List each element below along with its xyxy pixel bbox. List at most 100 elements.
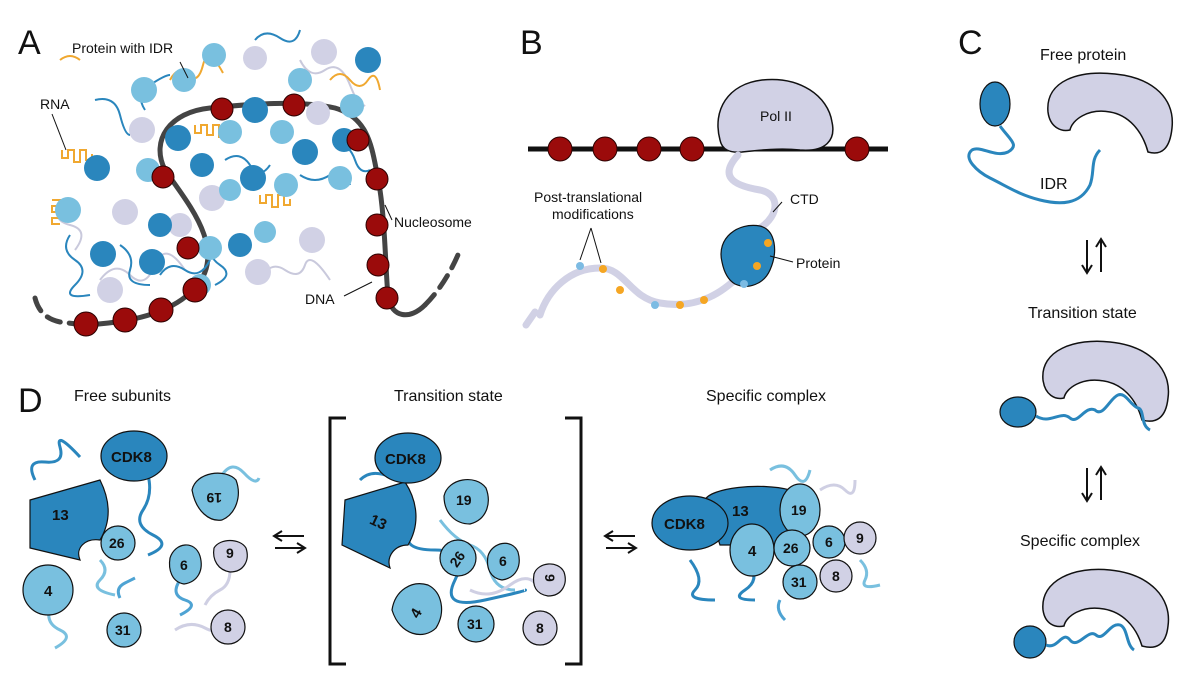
title-c-transition: Transition state [1028,305,1137,322]
ctd-disordered [536,264,744,319]
subunit-13-free-label: 13 [52,507,69,524]
title-d-specific: Specific complex [706,388,826,405]
subunit-13-transition [341,481,417,570]
subunit-31-free-label: 31 [115,622,131,638]
subunit-4-free-label: 4 [44,583,53,600]
subunit-26-free-label: 26 [109,535,125,551]
panel-d: D Free subunits Transition state Specifi… [18,382,881,666]
subunit-9-transition-label: 9 [542,574,558,582]
subunit-8-free-label: 8 [224,619,232,635]
dark-blue-proteins [84,47,381,275]
subunit-31-free [106,612,142,648]
subunit-8-specific [819,559,853,593]
partner-c-transition [1042,340,1170,422]
protein-b-shape [720,224,776,287]
subunit-31-transition-label: 31 [467,616,483,632]
subunit-4-specific-label: 4 [748,543,757,560]
subunit-19-free-label: 19 [206,490,222,506]
specific-complex: 13 CDK8 19 4 26 6 9 31 8 [651,464,881,622]
transition-subunits: 13 CDK8 19 26 6 9 4 31 8 [341,432,566,646]
panel-b-leaders [579,201,794,264]
label-nucleosome: Nucleosome [394,214,472,230]
subunit-9-free-label: 9 [226,545,234,561]
idr-c-transition [1035,393,1151,432]
panel-b-letter: B [520,24,543,62]
subunit-9-specific [843,521,877,555]
nucleosomes-b [547,136,870,162]
subunit-26-specific-label: 26 [783,540,799,556]
pol-ii-shape [717,78,834,153]
panel-a-leaders [51,61,393,297]
equilibrium-arrows-d2 [603,530,638,554]
subunit-cdk8-specific [651,495,729,551]
subunit-8-specific-label: 8 [832,568,840,584]
equilibrium-arrows-d1 [272,530,307,554]
equilibrium-arrows-c2 [1081,465,1107,503]
title-c-specific: Specific complex [1020,533,1140,550]
protein-c-transition [999,396,1037,428]
subunit-6-free-label: 6 [180,557,188,573]
panel-d-letter: D [18,382,43,420]
subunit-19-transition [443,479,489,525]
subunit-9-specific-label: 9 [856,530,864,546]
label-ctd: CTD [790,191,819,207]
idr-c-free [967,125,1102,205]
protein-c-free [979,81,1011,127]
label-idr: IDR [1040,176,1068,193]
subunit-26-free [100,525,136,561]
subunit-cdk8-free-label: CDK8 [111,449,152,466]
subunit-6-transition-label: 6 [499,553,507,569]
subunit-31-specific [782,564,818,600]
idr-c-specific [1045,623,1135,652]
ptm-dots [576,239,772,309]
subunit-31-specific-label: 31 [791,574,807,590]
title-d-transition: Transition state [394,388,503,405]
subunit-19-transition-label: 19 [456,492,472,508]
label-ptm-line1: Post-translational [534,189,642,205]
transition-brackets [328,416,583,666]
partner-c-free [1047,72,1173,154]
subunit-9-transition [532,563,566,597]
label-rna: RNA [40,96,70,112]
subunit-13-free [29,479,109,561]
label-ptm-line2: modifications [552,206,634,222]
subunit-cdk8-transition-label: CDK8 [385,451,426,468]
subunit-cdk8-free [100,430,168,482]
subunit-9-free [213,539,248,573]
subunit-19-specific-label: 19 [791,502,807,518]
subunit-4-free [22,564,74,616]
subunit-cdk8-transition [374,432,442,484]
subunit-13-specific-label: 13 [732,503,749,520]
panel-a-letter: A [18,24,41,62]
label-dna: DNA [305,291,335,307]
subunit-26-transition [439,539,477,577]
label-protein-b: Protein [796,255,840,271]
nucleosomes [73,93,399,337]
panel-c: C Free protein IDR Transition state Spec… [958,24,1173,659]
subunit-6-free [168,544,202,585]
subunit-19-free [191,472,239,521]
subunit-8-transition [522,610,558,646]
lavender-proteins [97,39,337,303]
ctd-tail [725,151,779,232]
panel-a: A [18,24,472,337]
free-subunits: 13 CDK8 19 26 6 9 4 31 8 [22,430,261,650]
subunit-13-transition-label: 13 [367,511,389,533]
title-d-free: Free subunits [74,388,171,405]
panel-b: B Pol II [520,24,888,329]
partner-c-specific [1042,568,1170,648]
protein-c-specific [1013,625,1047,659]
subunit-8-free [210,609,246,645]
title-c-free: Free protein [1040,47,1126,64]
panel-c-letter: C [958,24,983,62]
subunit-6-transition [486,542,520,581]
equilibrium-arrows-c1 [1081,237,1107,275]
subunit-cdk8-specific-label: CDK8 [664,516,705,533]
subunit-26-specific [773,529,811,567]
label-protein-with-idr: Protein with IDR [72,40,173,56]
subunit-31-transition [457,605,495,643]
ctd-dash [522,308,539,329]
subunit-8-transition-label: 8 [536,620,544,636]
subunit-6-specific-label: 6 [825,534,833,550]
